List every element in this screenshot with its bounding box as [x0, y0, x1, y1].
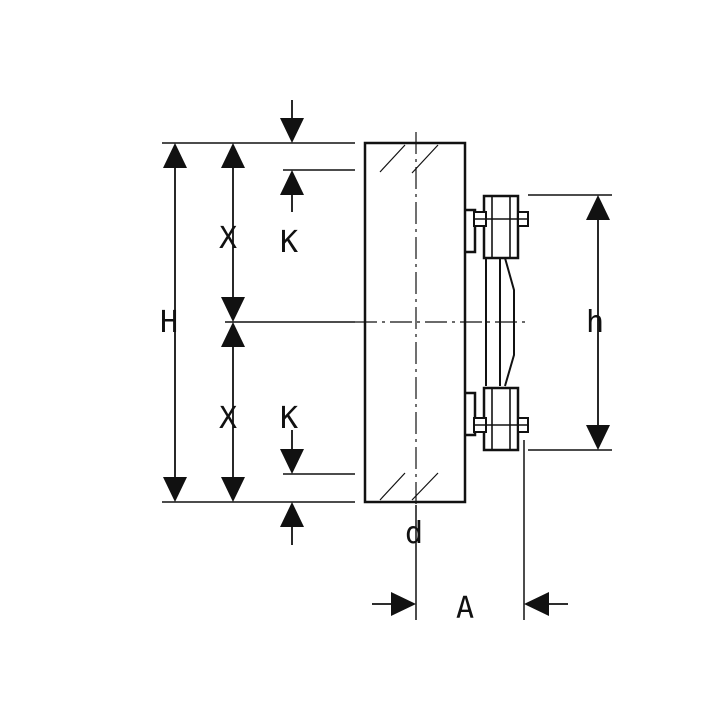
clamp-bottom-tab	[465, 391, 477, 437]
h-top-arrow	[163, 143, 187, 168]
label-k-bottom: K	[280, 401, 298, 436]
x-top-lower-arrow	[221, 297, 245, 322]
label-x-top: X	[219, 221, 237, 256]
pipe-body	[355, 132, 528, 505]
label-d: d	[405, 516, 423, 551]
pipe-clamp	[465, 194, 529, 452]
k-top-inner-arrow	[280, 170, 304, 195]
dimension-lines	[174, 100, 599, 605]
x-top-upper-arrow	[221, 143, 245, 168]
k-bottom-outer-arrow	[280, 502, 304, 527]
clamp-top-plate	[482, 194, 520, 260]
extension-lines	[162, 142, 612, 620]
pipe-hatching	[379, 144, 439, 501]
dimension-labels: H X X K K h d A	[160, 221, 604, 626]
label-k-top: K	[280, 225, 298, 260]
label-a: A	[456, 591, 474, 626]
clamp-top-tab	[465, 208, 477, 254]
clamp-bottom-plate	[482, 386, 520, 452]
k-top-outer-arrow	[280, 118, 304, 143]
label-h-small: h	[586, 305, 604, 340]
label-x-bottom: X	[219, 401, 237, 436]
clamp-outer-strap	[504, 257, 515, 387]
label-h-total: H	[160, 305, 178, 340]
h-small-bottom-arrow	[586, 425, 610, 450]
k-bottom-inner-arrow	[280, 449, 304, 474]
a-left-arrow	[391, 592, 416, 616]
arrowheads	[163, 118, 610, 616]
clamp-inner-strap	[485, 258, 501, 386]
h-bottom-arrow	[163, 477, 187, 502]
x-bottom-upper-arrow	[221, 322, 245, 347]
pipe-rectangle	[363, 141, 467, 504]
a-right-arrow	[524, 592, 549, 616]
h-small-top-arrow	[586, 195, 610, 220]
x-bottom-lower-arrow	[221, 477, 245, 502]
